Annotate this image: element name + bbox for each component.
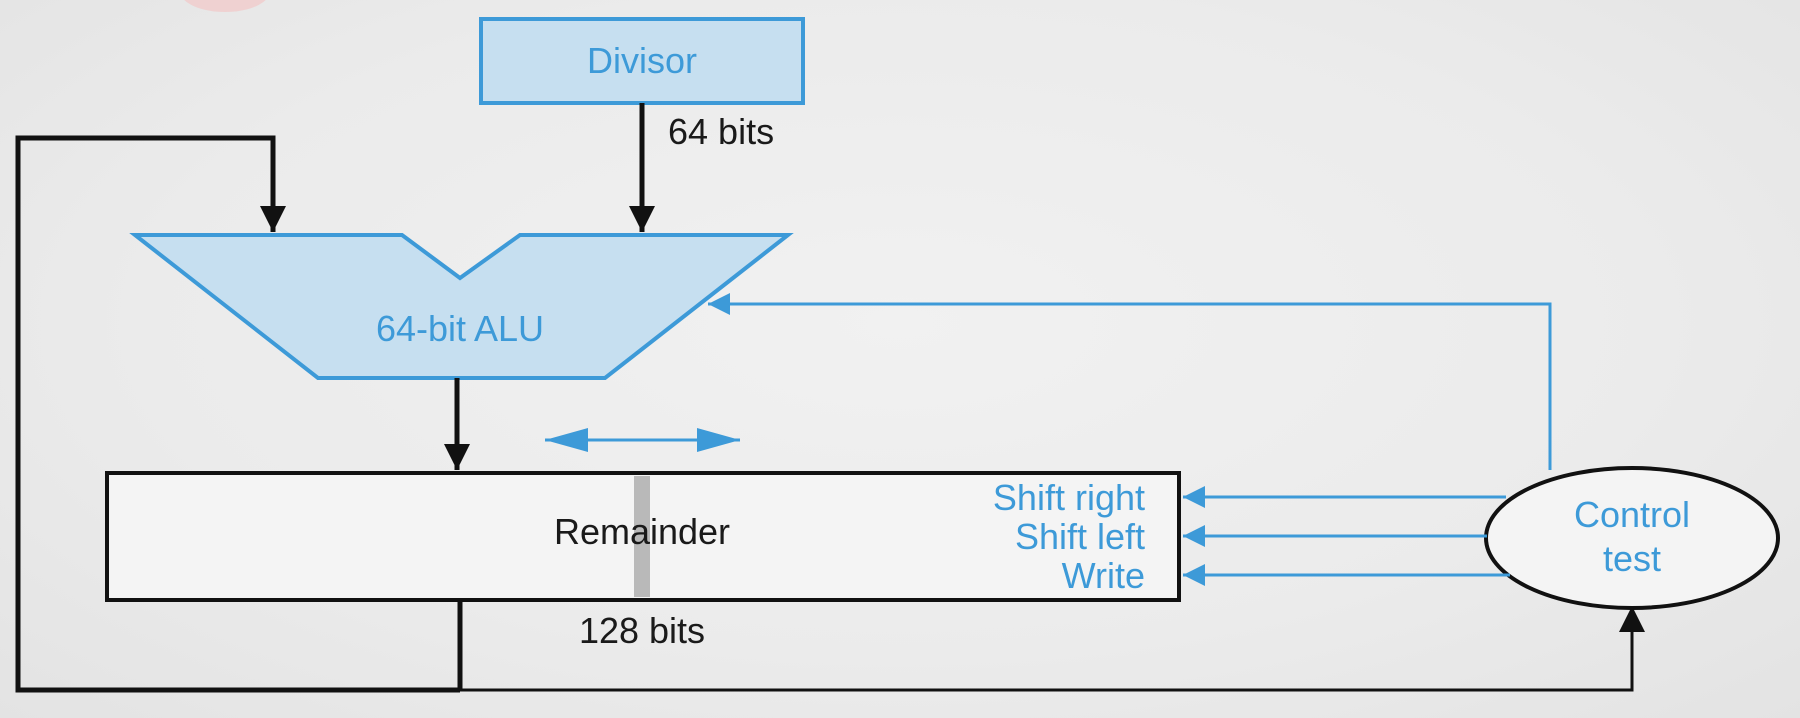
remainder-half-divider (634, 476, 650, 597)
divisor-width-label: 64 bits (668, 111, 774, 152)
control-test: Control test (1484, 466, 1780, 610)
divisor-register: Divisor (479, 17, 805, 105)
control-label-line2: test (1603, 538, 1661, 579)
divisor-label: Divisor (587, 40, 697, 81)
control-to-alu-arrow (708, 293, 1552, 470)
remainder-width-label: 128 bits (579, 610, 705, 651)
alu: 64-bit ALU (129, 233, 794, 380)
shift-direction-arrow (545, 428, 740, 452)
remainder-feedback-arrow (15, 135, 460, 693)
shift-left-signal-label: Shift left (1015, 516, 1145, 557)
remainder-label: Remainder (554, 511, 730, 552)
recording-indicator (180, 0, 270, 12)
alu-label: 64-bit ALU (376, 308, 544, 349)
remainder-register: Remainder Shift right Shift left Write (105, 471, 1181, 602)
control-label-line1: Control (1574, 494, 1690, 535)
shift-right-signal-label: Shift right (993, 477, 1145, 518)
write-signal-label: Write (1062, 555, 1145, 596)
remainder-to-control-arrow (460, 606, 1645, 692)
